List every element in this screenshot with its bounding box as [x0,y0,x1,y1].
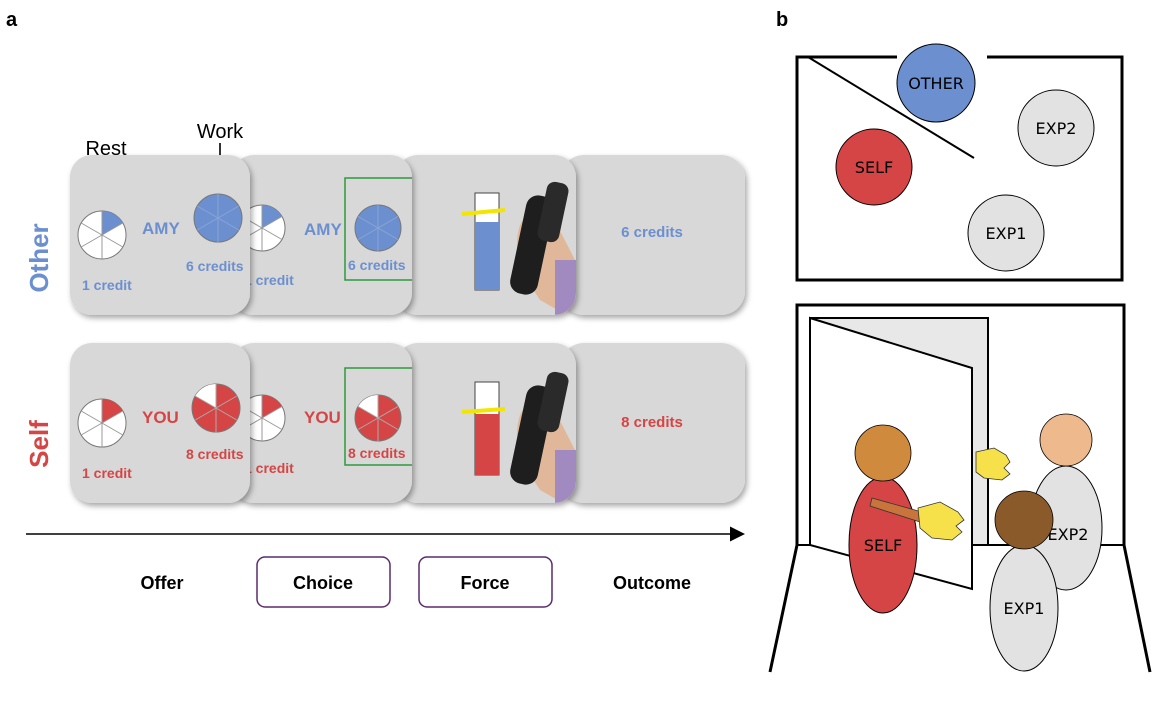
self-force-card [396,343,576,503]
self-force-threshold [461,407,506,414]
stage-choice-box [256,556,391,608]
other-force-card [396,155,576,315]
top-exp1-circle: EXP1 [967,194,1045,272]
other-offer-work-credit: 6 credits [186,258,244,274]
stage-outcome: Outcome [613,573,691,593]
self-offer-card: YOU 1 credit 8 credits [70,343,250,503]
self-outcome-card [560,343,745,503]
self-choice-highlight [344,367,412,466]
persp-self-figure: SELF [848,424,965,614]
self-offer-work-pie [191,383,241,433]
stage-force-box [418,556,553,608]
self-offer-rest-credit: 1 credit [82,465,132,481]
persp-exp1-figure: EXP1 [989,490,1059,672]
work-annotation: Work [197,121,244,143]
rest-annotation: Rest [85,138,127,160]
other-offer-rest-credit: 1 credit [82,277,132,293]
svg-text:OTHER: OTHER [908,74,964,93]
other-choice-card: AMY 1 credit 6 credits [232,155,412,315]
self-choice-work-credit: 8 credits [348,445,406,461]
other-offer-rest-pie [77,210,127,260]
self-choice-card: YOU 1 credit 8 credits [232,343,412,503]
other-choice-name: AMY [304,220,342,239]
self-hand-icon [917,501,965,541]
svg-text:SELF: SELF [855,158,893,177]
other-offer-name: AMY [142,219,180,238]
self-offer-name: YOU [142,408,179,427]
other-offer-work-pie [193,193,243,243]
self-choice-rest-credit: 1 credit [244,460,294,476]
top-exp2-circle: EXP2 [1017,89,1095,167]
svg-text:EXP2: EXP2 [1048,525,1089,544]
self-hand-grip-icon [510,371,576,503]
self-choice-work-pie [354,394,402,442]
panel-b-label: b [776,9,788,31]
panel-a-label: a [6,9,18,31]
stage-force: Force [460,573,509,593]
self-offer-work-credit: 8 credits [186,446,244,462]
svg-text:SELF: SELF [864,536,902,555]
row-label-other: Other [24,223,54,292]
other-choice-highlight [344,177,412,281]
svg-text:EXP1: EXP1 [986,224,1027,243]
self-outcome-text: 8 credits [621,414,683,431]
self-choice-name: YOU [304,408,341,427]
exp2-hand-icon [975,447,1011,481]
stage-offer: Offer [140,573,183,593]
other-outcome-card [560,155,745,315]
other-force-threshold [461,208,506,216]
svg-text:EXP1: EXP1 [1004,599,1045,618]
other-choice-work-credit: 6 credits [348,257,406,273]
room-top-view: OTHER SELF EXP2 EXP1 [795,43,1124,282]
room-perspective-view: EXP2 EXP1 SELF [768,303,1152,673]
other-choice-rest-credit: 1 credit [244,272,294,288]
self-offer-rest-pie [77,398,127,448]
other-offer-card: AMY 1 credit 6 credits [70,155,250,315]
top-other-circle: OTHER [896,43,976,123]
svg-text:EXP2: EXP2 [1036,119,1077,138]
other-choice-work-pie [354,204,402,252]
row-label-self: Self [24,420,54,468]
other-outcome-text: 6 credits [621,224,683,241]
self-choice-rest-pie [238,394,286,442]
other-hand-grip-icon [510,181,576,315]
other-choice-rest-pie [238,204,286,252]
stage-choice: Choice [293,573,353,593]
top-self-circle: SELF [835,128,913,206]
